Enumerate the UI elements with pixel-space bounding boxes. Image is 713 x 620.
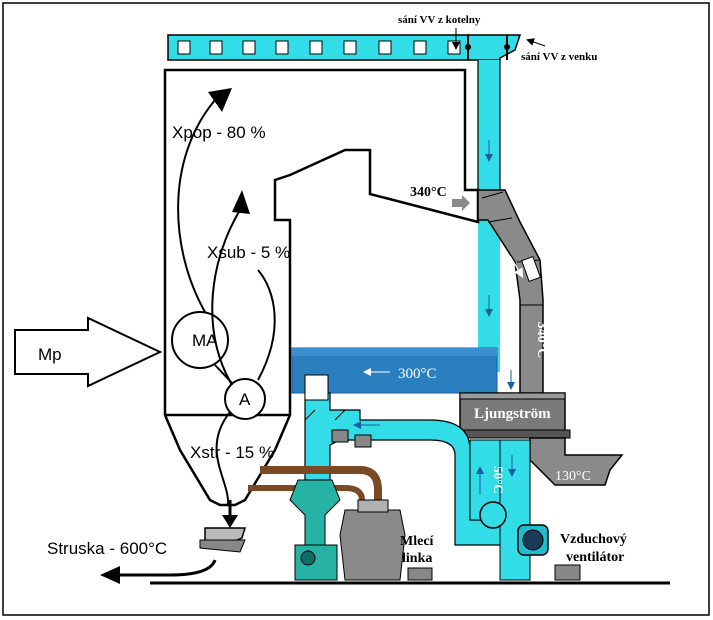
temp-340-arrow: [452, 195, 470, 211]
mleci-label-2: linka: [402, 551, 432, 566]
x-pop-label: Xpop - 80 %: [172, 123, 266, 142]
temp-130-label: 130°C: [555, 469, 591, 484]
temp-340-vertical: 340°C: [534, 322, 549, 359]
x-str-label: Xstr - 15 %: [190, 443, 274, 462]
ventilator-label-1: Vzduchový: [560, 532, 627, 547]
slag-tray: [199, 539, 246, 553]
ma-label: MA: [192, 331, 218, 350]
ljungstrom-preheater: [454, 392, 571, 439]
fuel-pipe-1: [260, 466, 382, 505]
a-label: A: [239, 390, 251, 409]
air-fan: [479, 501, 581, 581]
x-str-flow: [215, 411, 231, 506]
ash-hopper: [529, 437, 624, 486]
temp-50-label: 50°C: [491, 466, 506, 494]
temp-340-label: 340°C: [410, 185, 447, 200]
struska-label: Struska - 600°C: [47, 539, 167, 558]
struska-arrow-head: [100, 566, 120, 584]
x-pop-arrowhead: [208, 88, 232, 112]
intake-outside-label: sání VV z venku: [521, 51, 597, 63]
coal-mill-separator: [289, 479, 433, 581]
x-sub-flow: [211, 209, 241, 386]
intake-boiler-label: sání VV z kotelny: [398, 14, 481, 26]
mleci-label-1: Mlecí: [400, 534, 435, 549]
burner-connectors: [304, 409, 372, 448]
ljungstrom-label: Ljungström: [474, 406, 551, 422]
x-sub-label: Xsub - 5 %: [207, 243, 290, 262]
a-circle: [224, 378, 266, 420]
slag-down-arrow-head: [222, 515, 238, 528]
x-sub-arrowhead: [232, 190, 250, 214]
intake-outside-arrow: [526, 38, 546, 47]
ventilator-label-2: ventilátor: [566, 550, 624, 565]
economizer-top: [292, 348, 497, 356]
struska-arrow-shaft: [115, 559, 217, 577]
mp-label: Mp: [38, 345, 62, 364]
x-sub-return-flow: [257, 269, 276, 381]
temp-300-label: 300°C: [398, 366, 437, 382]
mp-input-arrow: [14, 316, 163, 388]
x-pop-flow: [177, 99, 216, 313]
